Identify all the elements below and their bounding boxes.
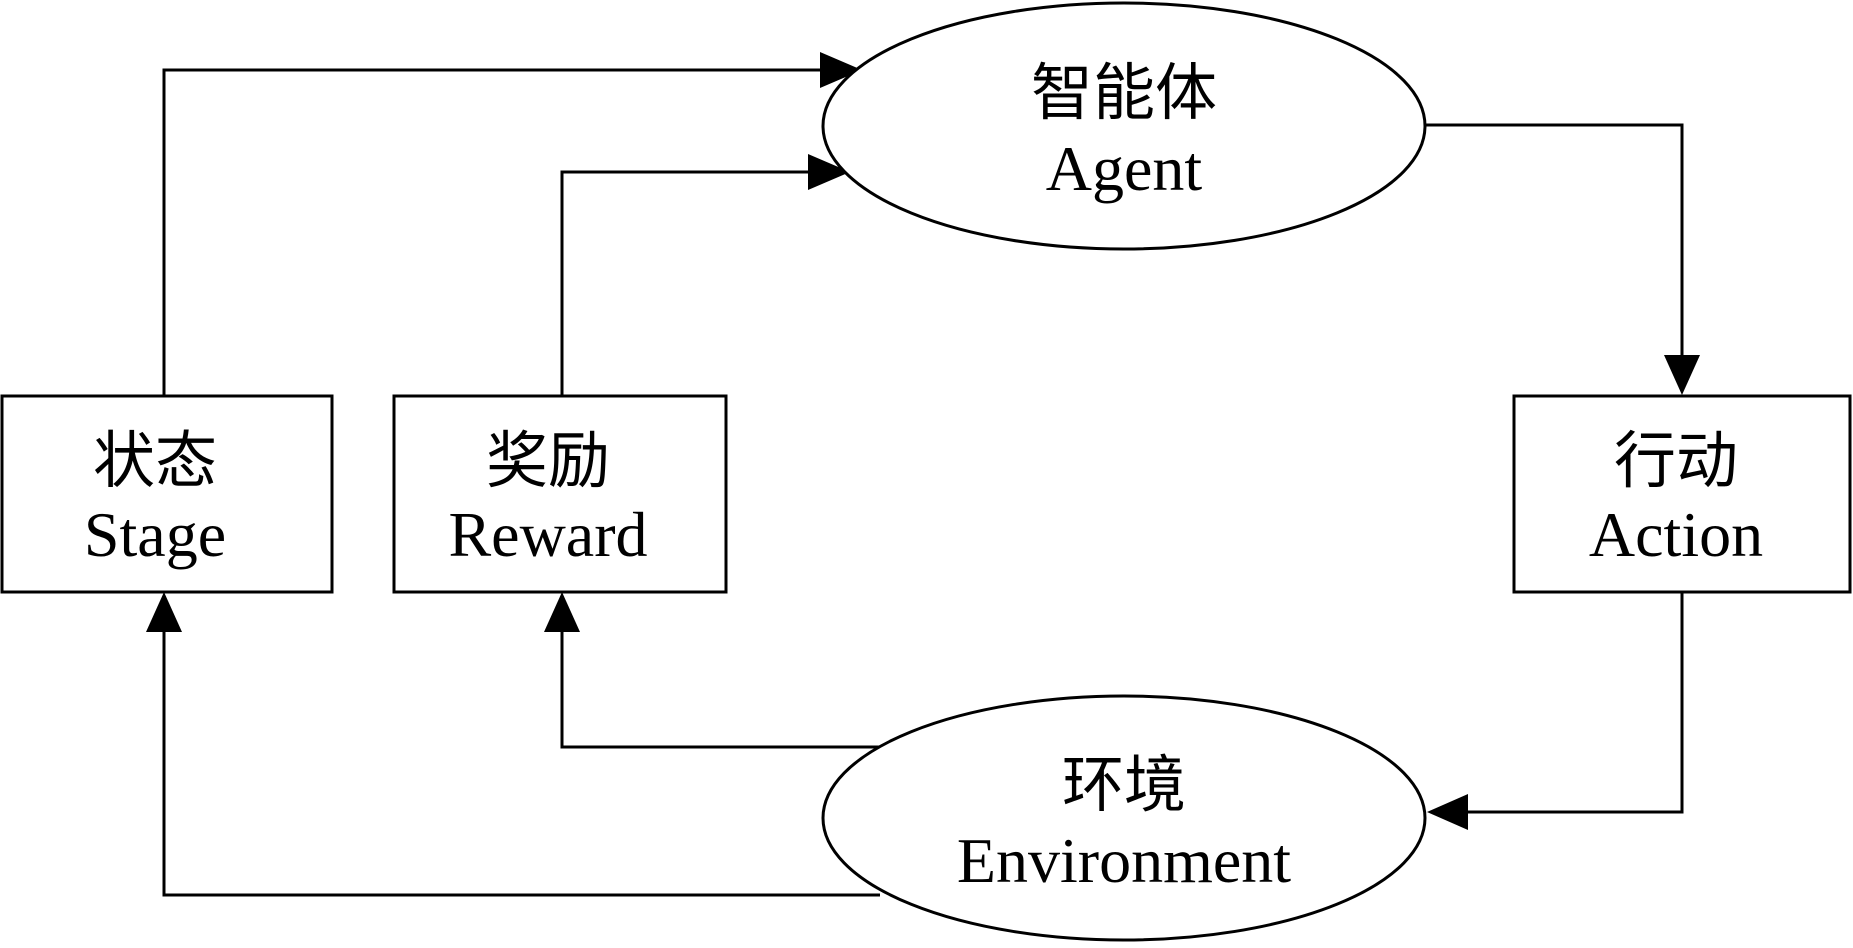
arrowhead-environment-to-reward: [544, 592, 580, 632]
arrowhead-state-to-agent: [820, 52, 862, 88]
arrowhead-reward-to-agent: [808, 154, 850, 190]
edge-environment-to-state: [162, 628, 880, 897]
edges: [146, 52, 1700, 897]
action-box: [1512, 394, 1852, 594]
edge-agent-to-action: [1424, 123, 1684, 358]
environment-ellipse: [821, 694, 1427, 942]
node-state: 状态 Stage: [0, 394, 334, 594]
edge-action-to-environment: [1465, 593, 1684, 814]
environment-label-en: Environment: [957, 825, 1291, 896]
edge-state-to-agent: [162, 68, 828, 395]
action-label-en: Action: [1589, 499, 1763, 570]
agent-ellipse: [821, 1, 1427, 251]
arrowhead-environment-to-state: [146, 592, 182, 632]
node-action: 行动 Action: [1512, 394, 1852, 594]
reward-label-zh: 奖励: [486, 424, 610, 497]
agent-label-zh: 智能体: [1031, 56, 1217, 129]
node-agent: 智能体 Agent: [821, 1, 1427, 251]
agent-label-en: Agent: [1046, 133, 1203, 204]
reward-box: [392, 394, 728, 594]
state-label-en: Stage: [84, 499, 226, 570]
reward-label-en: Reward: [448, 499, 647, 570]
node-reward: 奖励 Reward: [392, 394, 728, 594]
action-label-zh: 行动: [1614, 424, 1738, 497]
node-environment: 环境 Environment: [821, 694, 1427, 942]
state-box: [0, 394, 334, 594]
environment-label-zh: 环境: [1062, 748, 1186, 821]
state-label-zh: 状态: [93, 424, 217, 497]
arrowhead-agent-to-action: [1664, 355, 1700, 395]
edge-environment-to-reward: [560, 628, 880, 749]
arrowhead-action-to-environment: [1427, 794, 1468, 830]
edge-reward-to-agent: [560, 170, 815, 395]
